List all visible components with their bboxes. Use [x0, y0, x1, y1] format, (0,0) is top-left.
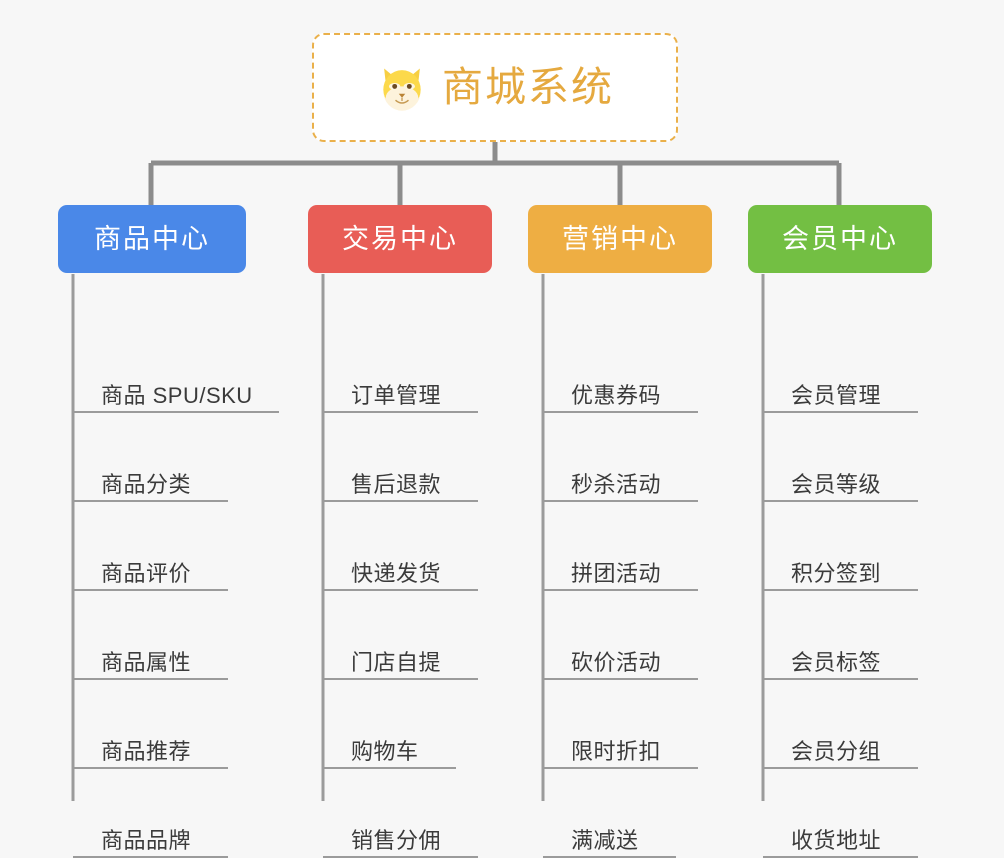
leaf-item[interactable]: 订单管理 [323, 363, 478, 413]
leaf-item[interactable]: 商品 SPU/SKU [73, 363, 279, 413]
leaf-item[interactable]: 门店自提 [323, 630, 478, 680]
leaf-item[interactable]: 拼团活动 [543, 541, 698, 591]
leaf-item[interactable]: 快递发货 [323, 541, 478, 591]
leaf-item[interactable]: 售后退款 [323, 452, 478, 502]
leaf-label: 秒杀活动 [571, 471, 662, 497]
leaf-item[interactable]: 商品推荐 [73, 719, 228, 769]
leaf-item[interactable]: 砍价活动 [543, 630, 698, 680]
diagram-canvas: 商城系统 商品中心 商品 SPU/SKU 商品分类 商品评价 商品属性 商品推荐… [58, 33, 932, 858]
leaf-label: 快递发货 [351, 560, 442, 586]
leaf-item[interactable]: 会员分组 [763, 719, 918, 769]
leaf-item[interactable]: 积分签到 [763, 541, 918, 591]
category-header-3[interactable]: 营销中心 [528, 205, 712, 273]
leaf-label: 会员标签 [791, 649, 882, 675]
leaf-label: 商品属性 [101, 649, 192, 675]
leaf-item[interactable]: 会员标签 [763, 630, 918, 680]
category-header-4[interactable]: 会员中心 [748, 205, 932, 273]
category-column-2: 交易中心 订单管理 售后退款 快递发货 门店自提 购物车 销售分佣 [308, 205, 492, 858]
leaf-item[interactable]: 会员等级 [763, 452, 918, 502]
category-label-2: 交易中心 [342, 223, 458, 254]
leaf-item[interactable]: 限时折扣 [543, 719, 698, 769]
leaf-label: 会员分组 [791, 738, 882, 764]
shiba-dog-face-icon [383, 68, 421, 111]
category-column-4: 会员中心 会员管理 会员等级 积分签到 会员标签 会员分组 收货地址 [748, 205, 932, 858]
category-header-2[interactable]: 交易中心 [308, 205, 492, 273]
leaf-label: 门店自提 [351, 649, 442, 675]
leaf-item[interactable]: 商品品牌 [73, 808, 228, 858]
leaf-label: 商品推荐 [101, 738, 192, 764]
leaf-label: 会员管理 [791, 382, 882, 408]
leaf-label: 商品分类 [101, 471, 192, 497]
leaf-label: 优惠券码 [571, 382, 662, 408]
leaf-item[interactable]: 商品分类 [73, 452, 228, 502]
leaf-label: 订单管理 [351, 382, 442, 408]
leaf-label: 会员等级 [791, 471, 882, 497]
leaf-item[interactable]: 优惠券码 [543, 363, 698, 413]
leaf-item[interactable]: 满减送 [543, 808, 676, 858]
leaf-item[interactable]: 商品评价 [73, 541, 228, 591]
category-column-1: 商品中心 商品 SPU/SKU 商品分类 商品评价 商品属性 商品推荐 商品品牌 [58, 205, 279, 858]
leaf-item[interactable]: 销售分佣 [323, 808, 478, 858]
category-label-4: 会员中心 [782, 223, 898, 254]
leaf-label: 购物车 [351, 738, 419, 764]
root-title: 商城系统 [442, 64, 614, 110]
category-label-1: 商品中心 [94, 223, 210, 254]
category-header-1[interactable]: 商品中心 [58, 205, 246, 273]
leaf-item[interactable]: 商品属性 [73, 630, 228, 680]
leaf-label: 满减送 [571, 827, 639, 853]
leaf-label: 销售分佣 [351, 827, 442, 853]
category-column-3: 营销中心 优惠券码 秒杀活动 拼团活动 砍价活动 限时折扣 满减送 [528, 205, 712, 858]
leaf-label: 限时折扣 [571, 738, 662, 764]
leaf-item[interactable]: 收货地址 [763, 808, 918, 858]
leaf-item[interactable]: 购物车 [323, 719, 456, 769]
leaf-label: 商品品牌 [101, 827, 192, 853]
leaf-label: 售后退款 [351, 471, 442, 497]
leaf-label: 收货地址 [791, 827, 882, 853]
leaf-item[interactable]: 秒杀活动 [543, 452, 698, 502]
leaf-label: 拼团活动 [571, 560, 662, 586]
leaf-item[interactable]: 会员管理 [763, 363, 918, 413]
leaf-label: 积分签到 [791, 560, 882, 586]
root-node[interactable]: 商城系统 [312, 33, 678, 142]
category-label-3: 营销中心 [562, 223, 678, 254]
leaf-label: 商品评价 [101, 560, 192, 586]
leaf-label: 砍价活动 [571, 649, 662, 675]
leaf-label: 商品 SPU/SKU [101, 382, 253, 408]
